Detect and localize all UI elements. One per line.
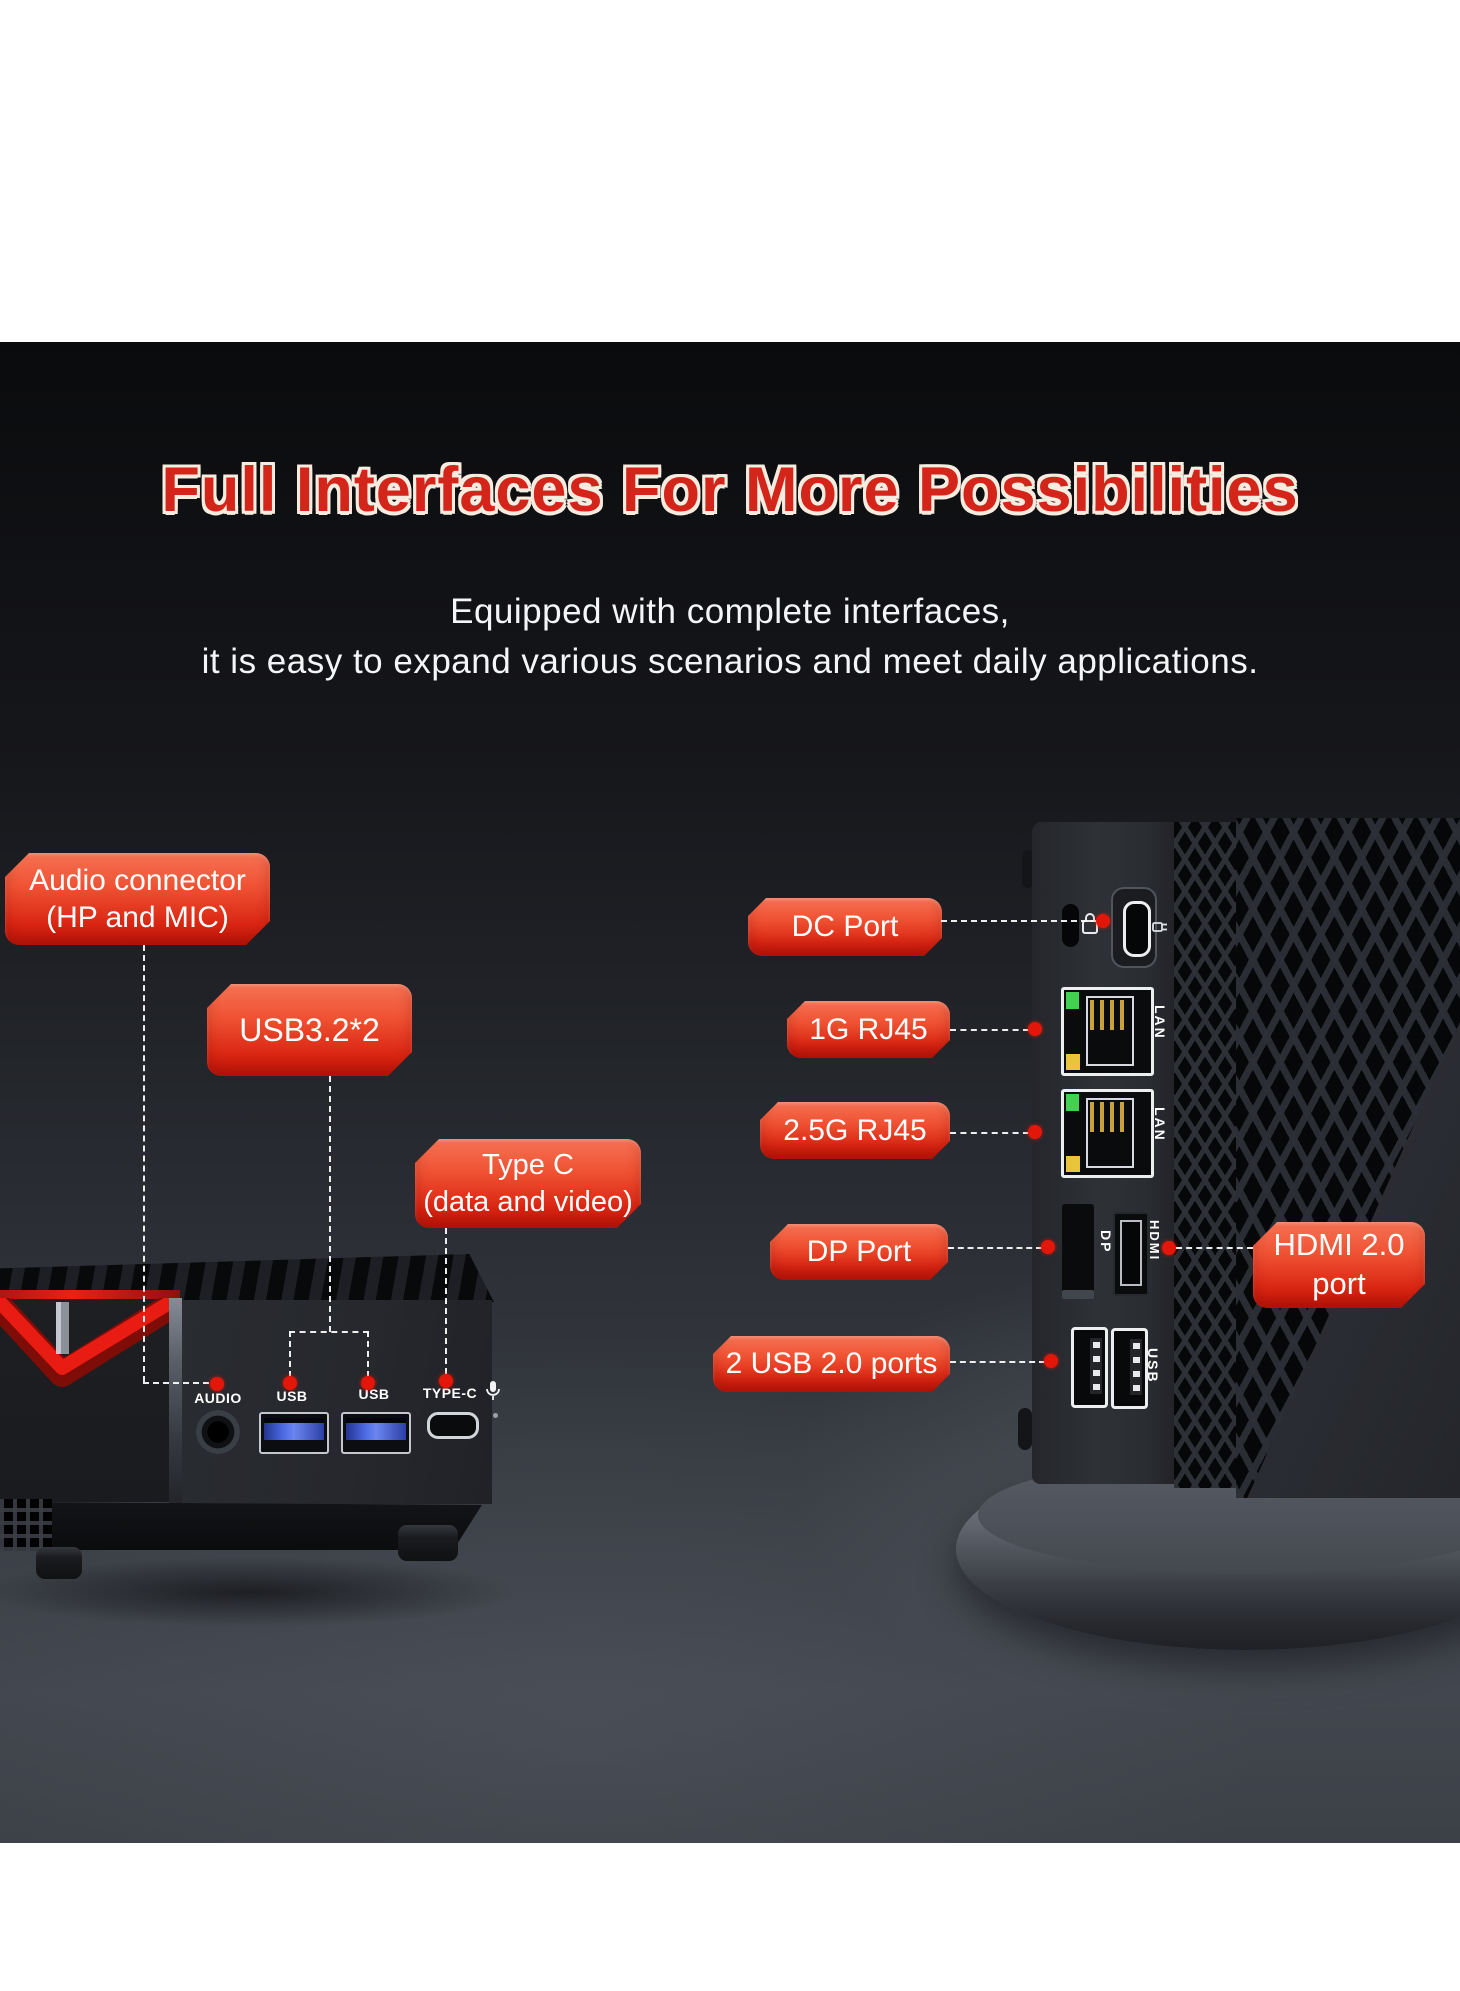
25g-pointer-dot bbox=[1028, 1125, 1042, 1139]
callout-usb32: USB3.2*2 bbox=[207, 984, 412, 1076]
usb20-pointer-dot bbox=[1044, 1354, 1058, 1368]
usb2-port-2 bbox=[1111, 1328, 1148, 1409]
dp-label: DP bbox=[1098, 1230, 1114, 1254]
rj45-pins bbox=[1090, 1102, 1126, 1132]
vent-strip bbox=[1174, 822, 1236, 1488]
callout-text: 2.5G RJ45 bbox=[783, 1113, 927, 1147]
usb32-bracket-right bbox=[367, 1331, 369, 1377]
dc-usb-c-port bbox=[1123, 901, 1151, 957]
typec-connector-line bbox=[445, 1228, 447, 1374]
hdmi-label: HDMI bbox=[1147, 1220, 1162, 1262]
callout-typec: Type C (data and video) bbox=[415, 1139, 641, 1228]
rj45-port-1g bbox=[1061, 987, 1154, 1076]
hdmi-pointer-dot bbox=[1162, 1241, 1176, 1255]
usb32-connector-line bbox=[329, 1076, 331, 1332]
callout-text: HDMI 2.0 bbox=[1273, 1227, 1405, 1263]
callout-dp-port: DP Port bbox=[770, 1224, 948, 1280]
audio-label: AUDIO bbox=[194, 1390, 242, 1406]
callout-25g-rj45: 2.5G RJ45 bbox=[760, 1102, 950, 1159]
callout-1g-rj45: 1G RJ45 bbox=[787, 1001, 950, 1058]
left-pc-shadow bbox=[0, 1557, 520, 1627]
usb32-bracket-left bbox=[289, 1331, 291, 1377]
usb-gap bbox=[264, 1418, 324, 1423]
usb32-bracket bbox=[289, 1331, 369, 1333]
lan2-label: LAN bbox=[1152, 1107, 1168, 1142]
callout-text: 1G RJ45 bbox=[809, 1012, 928, 1046]
dc-pointer-dot bbox=[1096, 914, 1110, 928]
callout-text: DC Port bbox=[791, 910, 899, 944]
audio-pointer-dot bbox=[210, 1377, 224, 1391]
1g-connector-line bbox=[950, 1029, 1029, 1031]
dark-scene: Full Interfaces For More Possibilities E… bbox=[0, 342, 1460, 1843]
callout-hdmi-port: HDMI 2.0 port bbox=[1253, 1222, 1425, 1308]
audio-connector-line bbox=[143, 1382, 209, 1384]
dp-connector-line bbox=[948, 1247, 1042, 1249]
lan-led-green bbox=[1066, 1094, 1079, 1111]
1g-pointer-dot bbox=[1028, 1022, 1042, 1036]
callout-usb20-ports: 2 USB 2.0 ports bbox=[713, 1336, 950, 1392]
pc-foot-left bbox=[36, 1547, 82, 1579]
usb20-connector-line bbox=[950, 1361, 1045, 1363]
usb-blue-tongue bbox=[264, 1423, 324, 1440]
microphone-icon bbox=[486, 1381, 500, 1400]
callout-dc-port: DC Port bbox=[748, 898, 942, 956]
audio-connector-line bbox=[143, 945, 145, 1382]
callout-text: Audio connector bbox=[29, 863, 246, 897]
red-v-accent bbox=[0, 1298, 181, 1387]
left-pc-front-face bbox=[178, 1300, 492, 1504]
dc-connector-line bbox=[941, 920, 1097, 922]
usb-blue-tongue bbox=[346, 1423, 406, 1440]
lan-led-yellow bbox=[1066, 1054, 1080, 1070]
callout-text: port bbox=[1312, 1266, 1366, 1301]
usb-pins bbox=[1093, 1342, 1100, 1390]
lan-led-yellow bbox=[1066, 1156, 1080, 1172]
pc-foot-right bbox=[398, 1525, 458, 1561]
dp-port-lip bbox=[1062, 1290, 1094, 1299]
callout-text: (data and video) bbox=[423, 1185, 633, 1218]
typec-port bbox=[427, 1412, 479, 1439]
rj45-pins bbox=[1090, 1000, 1126, 1030]
kensington-lock-slot bbox=[1062, 904, 1079, 947]
usb-label: USB bbox=[1145, 1348, 1161, 1384]
callout-text: (HP and MIC) bbox=[46, 901, 229, 934]
hdmi-port bbox=[1113, 1212, 1149, 1296]
dp-pointer-dot bbox=[1041, 1240, 1055, 1254]
dp-port bbox=[1062, 1204, 1094, 1297]
hdmi-connector bbox=[1120, 1220, 1142, 1286]
usb3-port-1 bbox=[259, 1412, 329, 1454]
typec-label: TYPE-C bbox=[422, 1385, 478, 1401]
mic-hole bbox=[493, 1413, 498, 1418]
callout-text: 2 USB 2.0 ports bbox=[725, 1347, 938, 1381]
lan1-label: LAN bbox=[1152, 1005, 1168, 1040]
red-accent-strip bbox=[0, 1290, 180, 1299]
typec-pointer-dot bbox=[439, 1374, 453, 1388]
usb32-pointer-dot bbox=[283, 1376, 297, 1390]
usb1-label: USB bbox=[276, 1388, 308, 1404]
subtitle-line-2: it is easy to expand various scenarios a… bbox=[201, 642, 1259, 681]
chassis-corner-highlight bbox=[169, 1298, 182, 1504]
callout-audio-connector: Audio connector (HP and MIC) bbox=[5, 853, 270, 945]
left-pc-grille bbox=[0, 1499, 52, 1551]
usb3-port-2 bbox=[341, 1412, 411, 1454]
rj45-port-2-5g bbox=[1061, 1089, 1154, 1178]
hdmi-connector-line bbox=[1176, 1247, 1253, 1249]
usb-gap bbox=[346, 1418, 406, 1423]
usb32-pointer-dot bbox=[361, 1376, 375, 1390]
subtitle-line-1: Equipped with complete interfaces, bbox=[450, 592, 1010, 631]
usb-pins bbox=[1133, 1343, 1140, 1391]
callout-text: Type C bbox=[482, 1149, 574, 1182]
lan-led-green bbox=[1066, 992, 1079, 1009]
antenna-bump-bottom bbox=[1018, 1408, 1032, 1450]
usb2-label: USB bbox=[358, 1386, 390, 1402]
audio-jack bbox=[196, 1410, 240, 1454]
power-plug-icon bbox=[1152, 922, 1167, 932]
usb2-port-1 bbox=[1071, 1327, 1108, 1408]
page-title: Full Interfaces For More Possibilities bbox=[161, 455, 1299, 525]
callout-text: USB3.2*2 bbox=[239, 1012, 380, 1048]
callout-text: DP Port bbox=[806, 1235, 912, 1269]
25g-connector-line bbox=[950, 1132, 1029, 1134]
antenna-bump-top bbox=[1022, 850, 1034, 888]
